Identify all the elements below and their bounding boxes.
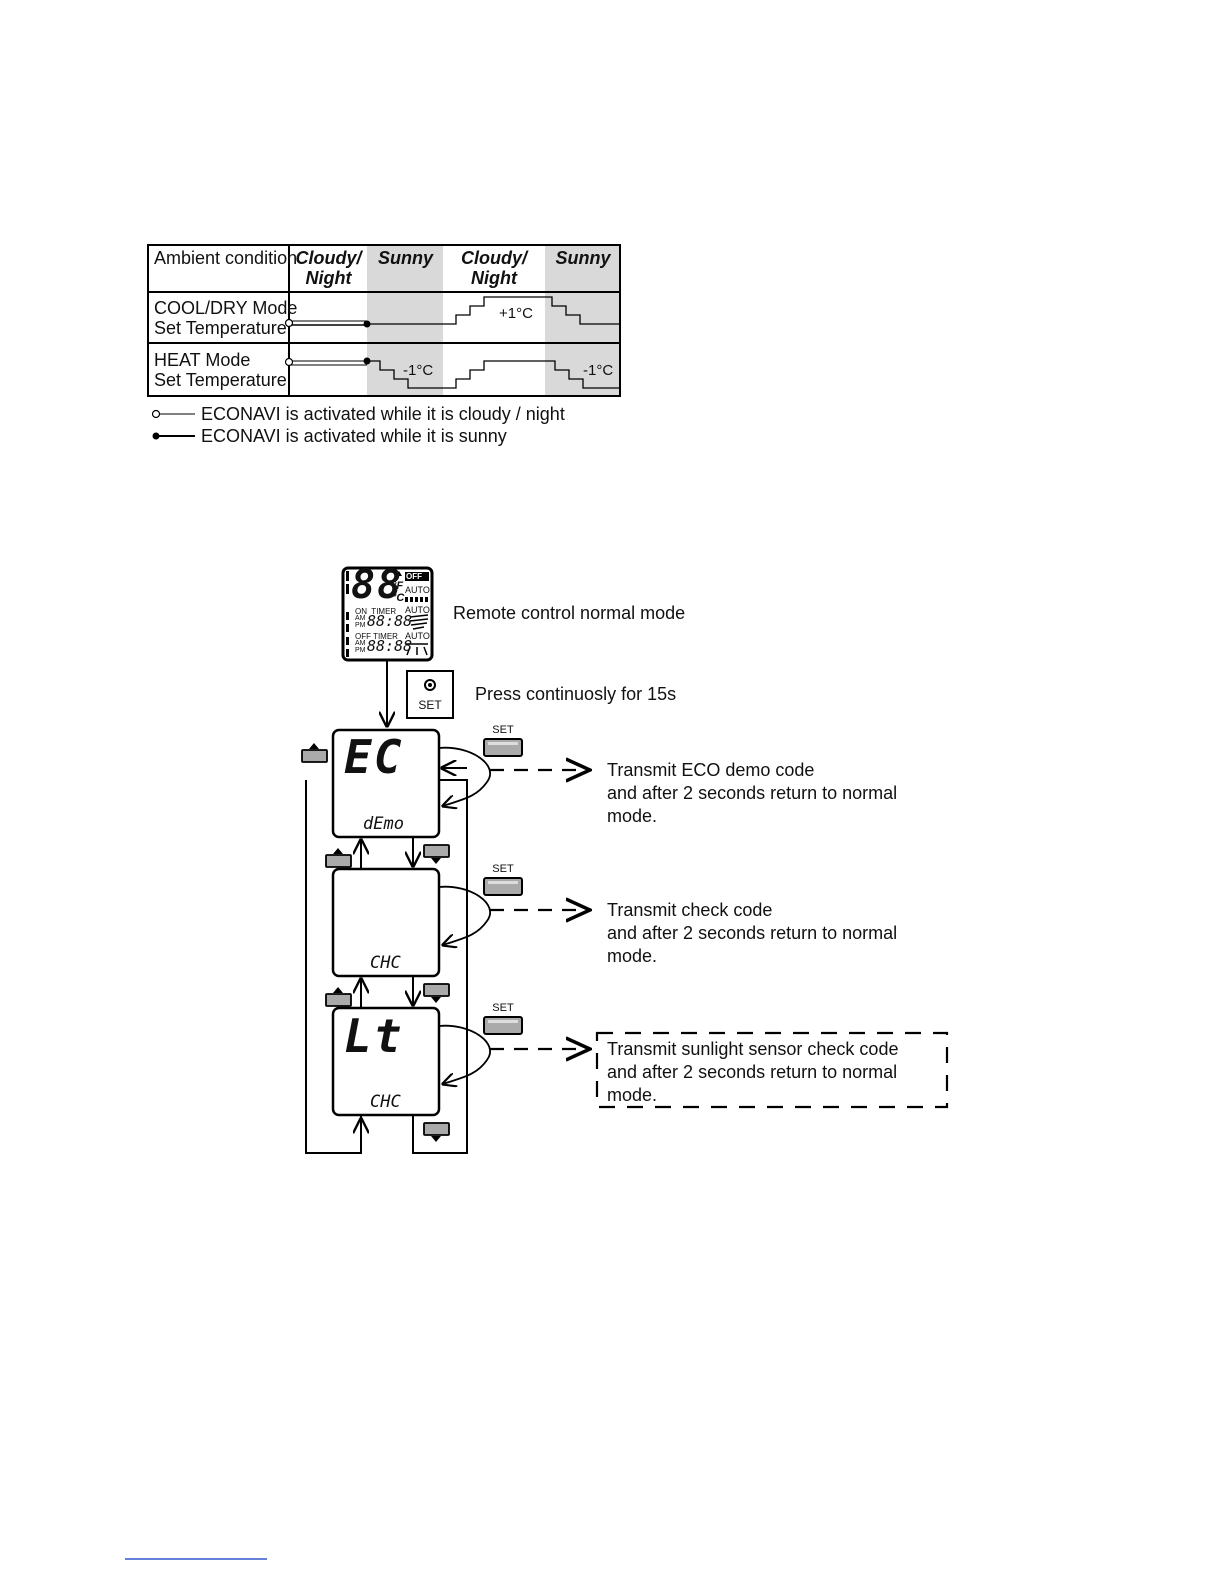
cool-open-marker <box>284 318 294 328</box>
sunny-column-shade-2 <box>545 245 620 396</box>
cool-temperature-step-line <box>367 296 620 325</box>
set-caption-1: SET <box>492 724 514 736</box>
description-sunlight-sensor: Transmit sunlight sensor check code and … <box>607 1039 899 1105</box>
remote-deg-c: °C <box>392 592 405 604</box>
remote-auto-hswing: AUTO <box>405 631 430 641</box>
heat-row-label-2: Set Temperature <box>154 370 287 390</box>
screen-lt-frame <box>331 1006 441 1117</box>
heat-row-label-1: HEAT Mode <box>154 350 251 370</box>
remote-auto-swing: AUTO <box>405 605 430 615</box>
description-check-code: Transmit check code and after 2 seconds … <box>607 900 898 966</box>
remote-off-label: OFF <box>406 572 422 581</box>
screen-ec-code: EC <box>344 730 404 784</box>
fan-speed-bars-icon <box>405 597 428 602</box>
header-sunny-2: Sunny <box>555 248 611 268</box>
screen-ec-subcode: dEmo <box>363 814 404 834</box>
legend-open-marker <box>151 409 161 419</box>
legend-filled-marker <box>152 432 160 440</box>
header-ambient-condition: Ambient condition <box>154 248 298 268</box>
screen-chc-subcode: CHC <box>370 953 401 973</box>
remote-am-1: AM <box>355 615 366 622</box>
horizontal-swing-icon <box>406 643 428 656</box>
cool-row-label-2: Set Temperature <box>154 318 287 338</box>
remote-on-time: 88:88 <box>367 612 413 630</box>
heat-minus-1c-2: -1°C <box>583 362 614 379</box>
set-button-2[interactable] <box>483 877 523 896</box>
remote-pm-2: PM <box>355 647 366 654</box>
down-button-1[interactable] <box>423 844 450 864</box>
description-eco-demo: Transmit ECO demo code and after 2 secon… <box>607 760 898 826</box>
sunny-column-shade-1 <box>367 245 443 396</box>
set-button-3[interactable] <box>483 1016 523 1035</box>
legend-filled-text: ECONAVI is activated while it is sunny <box>201 426 507 446</box>
set-press-button-label: SET <box>418 698 442 712</box>
set-loop-chc <box>438 885 491 945</box>
heat-minus-1c-1: -1°C <box>403 362 434 379</box>
heat-temperature-step-line <box>367 360 620 389</box>
off-indicator <box>405 572 429 581</box>
header-cloudy-night-2: Cloudy/ Night <box>461 248 527 288</box>
screen-lt-code: Lt <box>344 1009 404 1063</box>
remote-normal-mode-label: Remote control normal mode <box>453 603 686 623</box>
remote-off-time: 88:88 <box>367 637 413 655</box>
remote-deg-f: °F <box>392 580 404 592</box>
legend-open-text: ECONAVI is activated while it is cloudy … <box>201 404 565 424</box>
sunlight-highlight-box <box>595 1031 949 1109</box>
remote-temp-digits: 88 <box>351 562 404 608</box>
set-led-icon <box>424 679 436 691</box>
remote-off-timer: OFF TIMER <box>355 632 398 641</box>
remote-pm-1: PM <box>355 622 366 629</box>
airflow-swing-icon <box>409 614 429 630</box>
screen-ec-frame <box>331 728 441 839</box>
up-triangle-icon <box>396 571 402 576</box>
set-loop-ec <box>438 746 491 806</box>
up-button-2[interactable] <box>325 987 352 1007</box>
set-caption-2: SET <box>492 863 514 875</box>
cool-row-label-1: COOL/DRY Mode <box>154 298 298 318</box>
down-button-2[interactable] <box>423 983 450 1003</box>
set-loop-lt <box>438 1024 491 1084</box>
table-frame <box>147 244 621 397</box>
heat-open-marker <box>284 357 294 367</box>
remote-on-timer: ON TIMER <box>355 607 397 616</box>
press-continuously-label: Press continuosly for 15s <box>475 684 677 704</box>
remote-auto-fan: AUTO <box>405 585 430 595</box>
loop-right-line <box>412 779 468 1154</box>
set-button-1[interactable] <box>483 738 523 757</box>
down-button-loop[interactable] <box>423 1122 450 1142</box>
remote-am-2: AM <box>355 640 366 647</box>
screen-chc-frame <box>331 867 441 978</box>
header-cloudy-night-1: Cloudy/ Night <box>295 248 362 288</box>
header-sunny-1: Sunny <box>377 248 433 268</box>
set-caption-3: SET <box>492 1002 514 1014</box>
up-button-1[interactable] <box>325 848 352 868</box>
set-press-button[interactable] <box>406 670 454 719</box>
up-button-loop[interactable] <box>301 743 328 763</box>
screen-lt-subcode: CHC <box>370 1092 401 1112</box>
cool-plus-1c: +1°C <box>499 305 533 322</box>
